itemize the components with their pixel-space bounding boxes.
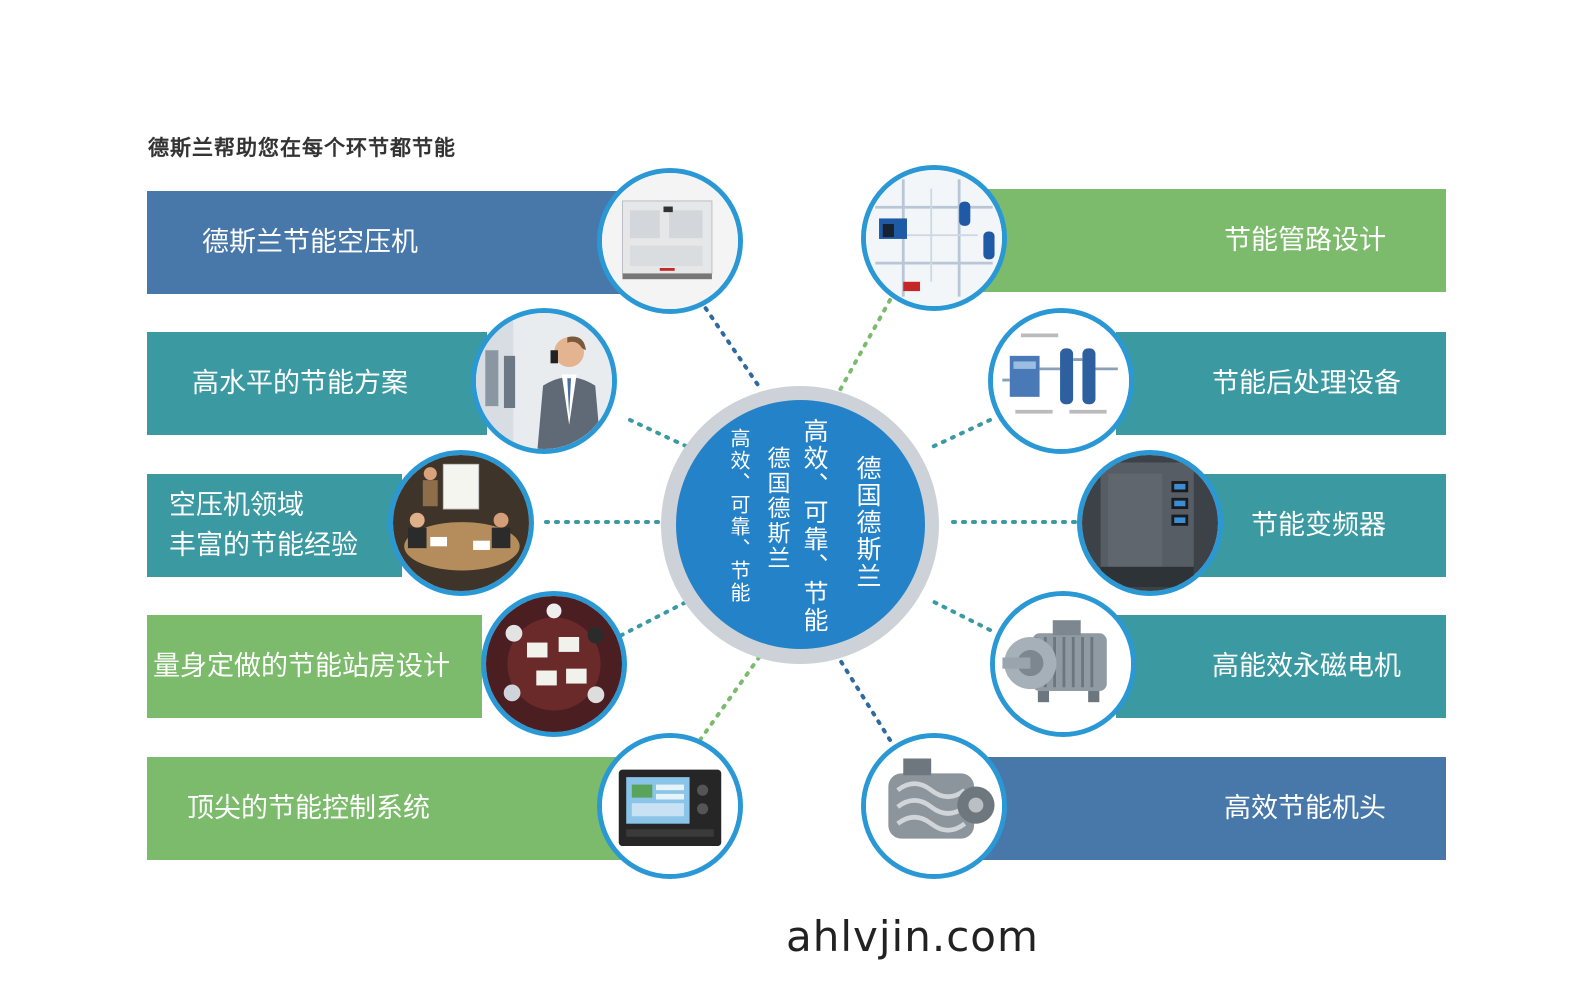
item-label: 高效节能机头: [1224, 792, 1386, 824]
hub-text-column: 高效、可靠、节能: [800, 418, 829, 634]
item-energy-saving-plan[interactable]: 高水平的节能方案: [147, 332, 487, 435]
item-label: 空压机领域 丰富的节能经验: [169, 489, 358, 561]
item-label: 顶尖的节能控制系统: [187, 792, 430, 824]
item-label: 节能变频器: [1251, 509, 1386, 541]
item-label: 德斯兰节能空压机: [202, 226, 418, 258]
item-compressor-experience[interactable]: 空压机领域 丰富的节能经验: [147, 474, 402, 577]
central-hub: 德国德斯兰 高效、可靠、节能 德国德斯兰 高效、可靠、节能: [676, 400, 925, 649]
item-label: 高水平的节能方案: [192, 367, 408, 399]
inverter-cabinet-icon: [1077, 450, 1223, 596]
piping-layout-icon: [861, 165, 1007, 311]
compressor-cabinet-icon: [597, 168, 743, 314]
meeting-presentation-icon: [388, 450, 534, 596]
hub-text-column: 高效、可靠、节能: [727, 428, 751, 604]
businessman-phone-icon: [471, 308, 617, 454]
dryer-equipment-icon: [988, 308, 1134, 454]
hub-text-column: 德国德斯兰: [763, 446, 789, 571]
connector-line: [610, 598, 692, 642]
item-pm-motor[interactable]: 高能效永磁电机: [1116, 615, 1446, 718]
connector-line: [698, 298, 762, 390]
connector-line: [838, 658, 892, 742]
item-airend[interactable]: 高效节能机头: [976, 757, 1446, 860]
footer-domain: ahlvjin.com: [786, 912, 1039, 961]
item-energy-saving-compressor[interactable]: 德斯兰节能空压机: [147, 191, 627, 294]
item-label: 高能效永磁电机: [1212, 650, 1401, 682]
item-top-control-system[interactable]: 顶尖的节能控制系统: [147, 757, 627, 860]
team-table-icon: [481, 591, 627, 737]
control-panel-icon: [597, 733, 743, 879]
item-custom-station-design[interactable]: 量身定做的节能站房设计: [147, 615, 482, 718]
hub-text-column: 德国德斯兰: [853, 455, 882, 590]
airend-icon: [861, 733, 1007, 879]
item-label: 节能后处理设备: [1212, 367, 1401, 399]
item-piping-design[interactable]: 节能管路设计: [976, 189, 1446, 292]
page-title: 德斯兰帮助您在每个环节都节能: [148, 136, 456, 160]
item-label: 节能管路设计: [1224, 224, 1386, 256]
item-label: 量身定做的节能站房设计: [153, 650, 450, 682]
connector-line: [838, 298, 892, 392]
connector-line: [928, 598, 992, 632]
pm-motor-icon: [990, 591, 1136, 737]
connector-line: [628, 418, 692, 450]
item-inverter[interactable]: 节能变频器: [1196, 474, 1446, 577]
connector-line: [928, 418, 992, 450]
connector-line: [698, 654, 762, 742]
item-aftertreatment[interactable]: 节能后处理设备: [1116, 332, 1446, 435]
